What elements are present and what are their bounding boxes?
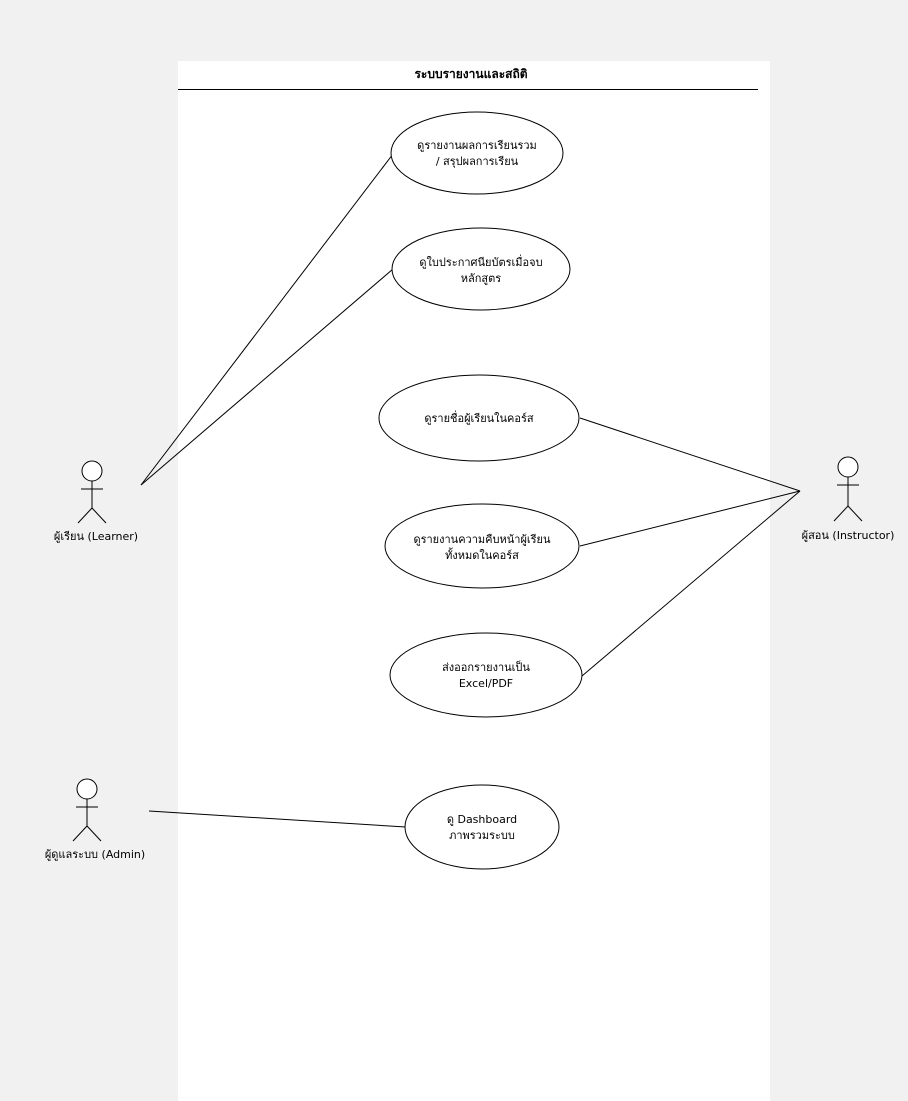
use-case-label-line1: ดูรายงานความคืบหน้าผู้เรียน: [413, 533, 551, 546]
association-learner-uc1: [140, 153, 394, 486]
use-case-ellipse: [391, 227, 571, 311]
association-instructor-uc4: [579, 490, 801, 547]
association-instructor-uc5: [581, 490, 801, 677]
use-case-ellipse: [404, 784, 560, 870]
use-case-view-progress-report: ดูรายงานความคืบหน้าผู้เรียน ทั้งหมดในคอร…: [384, 503, 580, 589]
use-case-view-dashboard: ดู Dashboard ภาพรวมระบบ: [404, 784, 560, 870]
use-case-label-line1: ดูรายงานผลการเรียนรวม: [417, 139, 537, 152]
use-case-label-line2: ทั้งหมดในคอร์ส: [445, 547, 519, 562]
actor-learner: ผู้เรียน (Learner): [54, 460, 138, 543]
actor-label: ผู้เรียน (Learner): [54, 530, 138, 543]
actor-instructor: ผู้สอน (Instructor): [802, 456, 895, 542]
stick-figure-icon: [72, 778, 102, 842]
use-case-ellipse: [384, 503, 580, 589]
use-case-label-line2: Excel/PDF: [459, 677, 513, 690]
use-case-view-student-list: ดูรายชื่อผู้เรียนในคอร์ส: [378, 374, 580, 462]
use-case-label-line2: / สรุปผลการเรียน: [436, 155, 519, 168]
use-case-label-line1: ส่งออกรายงานเป็น: [442, 660, 530, 674]
use-case-label-line1: ดูรายชื่อผู้เรียนในคอร์ส: [424, 410, 534, 425]
association-learner-uc2: [140, 268, 394, 486]
association-admin-uc6: [148, 810, 407, 828]
association-instructor-uc3: [579, 417, 801, 492]
stick-figure-icon: [77, 460, 107, 524]
use-case-label-line2: ภาพรวมระบบ: [449, 829, 515, 842]
use-case-label-line2: หลักสูตร: [461, 272, 502, 285]
system-title: ระบบรายงานและสถิติ: [414, 67, 527, 81]
use-case-ellipse: [390, 111, 564, 195]
use-case-view-certificate: ดูใบประกาศนียบัตรเมื่อจบ หลักสูตร: [391, 227, 571, 311]
stick-figure-icon: [833, 456, 863, 522]
use-case-ellipse: [378, 374, 580, 462]
use-case-ellipse: [389, 632, 583, 718]
use-case-label-line1: ดูใบประกาศนียบัตรเมื่อจบ: [419, 254, 542, 269]
use-case-view-overall-report: ดูรายงานผลการเรียนรวม / สรุปผลการเรียน: [390, 111, 564, 195]
actor-admin: ผู้ดูแลระบบ (Admin): [45, 778, 145, 861]
actor-label: ผู้สอน (Instructor): [802, 529, 895, 542]
actor-label: ผู้ดูแลระบบ (Admin): [45, 848, 145, 861]
use-case-label-line1: ดู Dashboard: [447, 813, 517, 826]
use-case-export-report: ส่งออกรายงานเป็น Excel/PDF: [389, 632, 583, 718]
